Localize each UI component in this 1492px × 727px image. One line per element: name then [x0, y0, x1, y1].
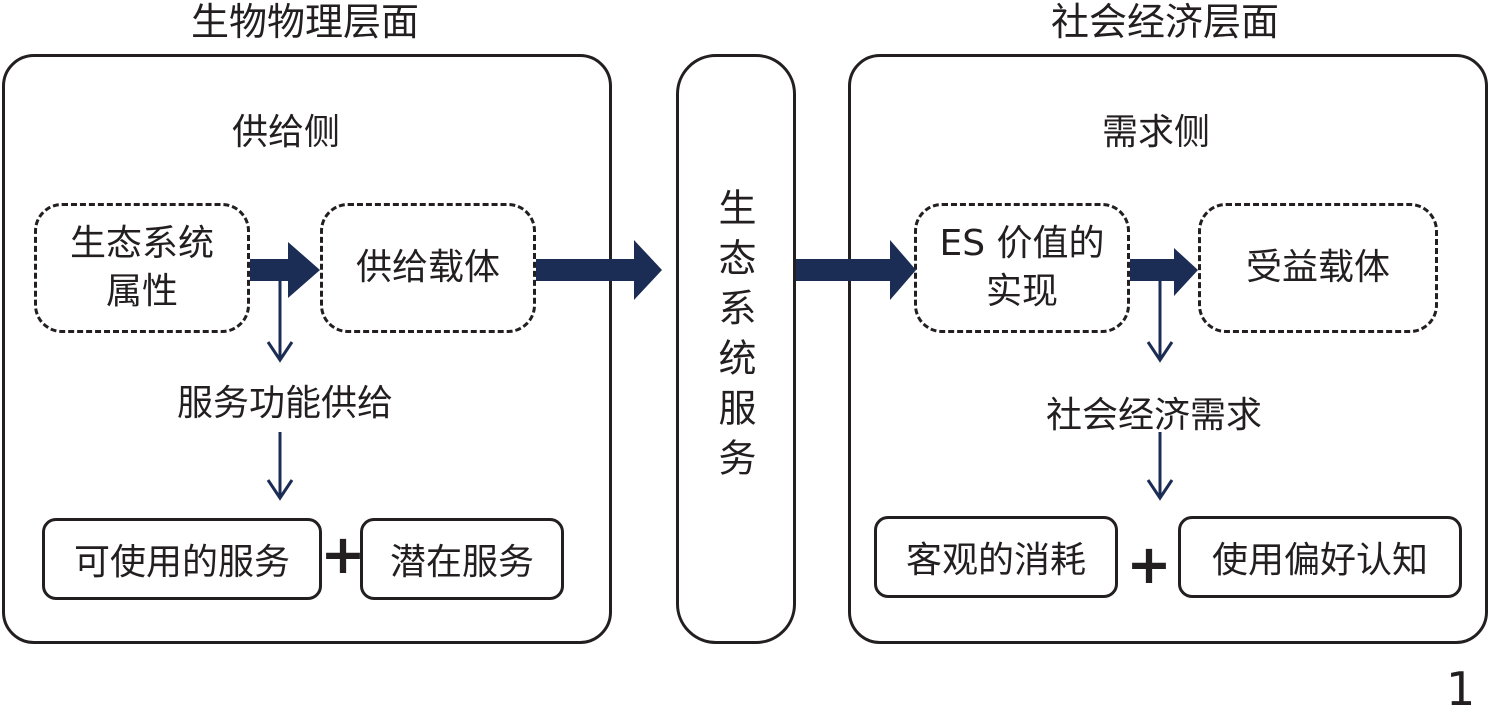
ecosystem-attributes-line-2: 属性: [105, 271, 178, 312]
objective-consumption-box: 客观的消耗: [874, 516, 1118, 598]
beneficiary-carrier-label: 受益载体: [1245, 247, 1390, 288]
biophysical-level-title: 生物物理层面: [190, 0, 419, 44]
ecosystem-services-column: [676, 54, 796, 644]
preference-cognition-box: 使用偏好认知: [1178, 516, 1462, 598]
es-value-line-2: 实现: [985, 271, 1058, 312]
left-plus-sign: +: [320, 523, 366, 586]
socioeconomic-demand-label: 社会经济需求: [1045, 395, 1262, 436]
usable-services-label: 可使用的服务: [73, 542, 290, 583]
demand-side-label: 需求侧: [1101, 112, 1210, 153]
es-value-realization-node: ES 价值的 实现: [914, 203, 1130, 333]
supply-carrier-label: 供给载体: [355, 247, 500, 288]
figure-number: 1: [1446, 662, 1476, 716]
potential-services-label: 潜在服务: [389, 542, 534, 583]
usable-services-box: 可使用的服务: [42, 518, 322, 600]
arrow-carrier-to-center-head: [634, 240, 662, 300]
supply-carrier-node: 供给载体: [320, 203, 536, 333]
supply-panel: [2, 54, 612, 644]
ecosystem-services-label: 生态系统服务: [712, 188, 756, 488]
supply-side-label: 供给侧: [231, 112, 340, 153]
es-value-line-1: ES 价值的: [939, 223, 1105, 264]
service-function-supply-label: 服务功能供给: [176, 383, 393, 424]
right-plus-sign: +: [1126, 533, 1172, 596]
beneficiary-carrier-node: 受益载体: [1198, 203, 1438, 333]
objective-consumption-label: 客观的消耗: [905, 540, 1086, 581]
potential-services-box: 潜在服务: [360, 518, 564, 600]
socioeconomic-level-title: 社会经济层面: [1050, 0, 1279, 44]
demand-panel: [848, 54, 1488, 644]
ecosystem-attributes-line-1: 生态系统: [69, 223, 214, 264]
preference-cognition-label: 使用偏好认知: [1211, 540, 1428, 581]
ecosystem-attributes-node: 生态系统 属性: [34, 203, 250, 333]
